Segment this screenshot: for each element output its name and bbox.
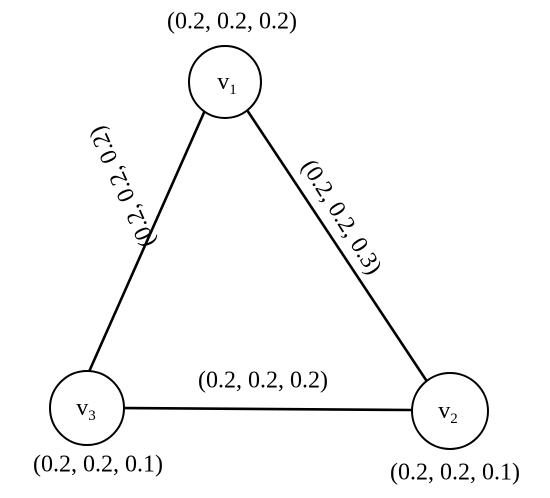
node-v3: v3 [49, 370, 125, 446]
edge-v1-v3 [86, 106, 208, 376]
node-v1: v1 [188, 45, 262, 119]
node-v3-label: (0.2, 0.2, 0.1) [33, 452, 163, 478]
node-v1-label: (0.2, 0.2, 0.2) [167, 9, 297, 35]
edge-v1-v2 [245, 108, 432, 388]
edge-label-v3-v2: (0.2, 0.2, 0.2) [198, 368, 328, 394]
edge-label-v1-v2: (0.2, 0.2, 0.3) [296, 155, 387, 279]
node-v2-name: v2 [438, 398, 458, 427]
edge-v3-v2 [122, 406, 414, 412]
node-v2-label: (0.2, 0.2, 0.1) [390, 460, 520, 486]
node-v3-name: v3 [76, 395, 96, 424]
node-v3-circle [49, 370, 125, 446]
node-v1-name: v1 [217, 69, 237, 98]
node-v1-circle [188, 45, 262, 119]
edge-label-v1-v3: (0.2, 0.2, 0.2) [84, 122, 161, 251]
node-v2: v2 [411, 372, 489, 450]
node-v2-circle [411, 372, 489, 450]
